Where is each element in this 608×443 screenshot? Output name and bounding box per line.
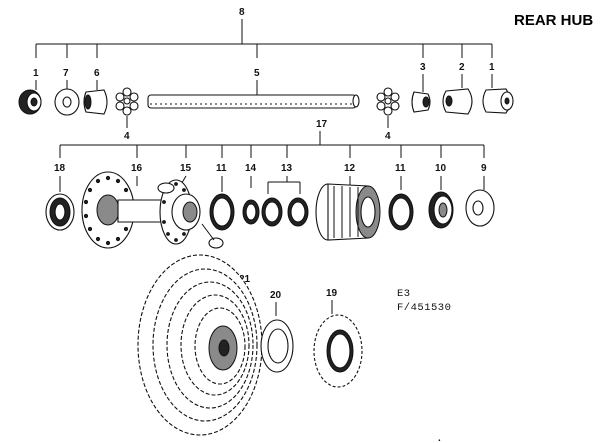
cone-ring <box>428 191 454 229</box>
dust-cap <box>45 193 75 231</box>
hub-shell <box>81 171 201 249</box>
small-cog <box>313 314 363 388</box>
callout-6: 6 <box>94 68 100 79</box>
callout-4-left: 4 <box>124 131 130 142</box>
ball-retainer-right <box>376 87 400 116</box>
spacer-right <box>442 88 473 115</box>
callout-19: 19 <box>326 288 338 299</box>
diagram-title: REAR HUB <box>514 12 593 29</box>
cog-cluster-group: 21 20 19 <box>137 254 363 436</box>
cone-right <box>411 91 431 113</box>
callout-10: 10 <box>435 163 447 174</box>
callout-16: 16 <box>131 163 143 174</box>
callout-1-left: 1 <box>33 68 39 79</box>
callout-11-left: 11 <box>216 163 227 174</box>
callout-3: 3 <box>420 62 426 73</box>
lock-nut-left <box>18 89 42 115</box>
ratchet-rings <box>261 197 309 227</box>
callout-12: 12 <box>344 163 356 174</box>
hub-body-group: 17 18 16 15 11 14 13 12 11 10 9 <box>45 119 495 249</box>
callout-9: 9 <box>481 163 487 174</box>
bearing-ring-left <box>209 193 235 231</box>
callout-20: 20 <box>270 290 282 301</box>
freewheel-cog-cluster <box>137 254 263 436</box>
callout-11-right: 11 <box>395 163 406 174</box>
model-code-line1: E3 <box>397 288 411 300</box>
end-cap <box>465 189 495 227</box>
callout-4-right: 4 <box>385 131 391 142</box>
callout-5: 5 <box>254 68 260 79</box>
axle-assembly-group: 8 1 7 6 5 3 2 1 <box>18 7 514 142</box>
freewheel-body <box>315 183 381 241</box>
callout-1-right: 1 <box>489 62 495 73</box>
axle <box>147 94 360 109</box>
cone-left <box>83 89 108 115</box>
washer-left <box>54 88 80 116</box>
callout-17: 17 <box>316 119 328 130</box>
callout-15: 15 <box>180 163 192 174</box>
callout-14: 14 <box>245 163 257 174</box>
spacer-ring <box>242 199 260 225</box>
bearing-ring-right <box>388 193 414 231</box>
lock-nut-right <box>482 88 514 114</box>
cog-spacer <box>260 319 294 373</box>
ball-retainer-left <box>115 87 139 116</box>
callout-7: 7 <box>63 68 69 79</box>
callout-13: 13 <box>281 163 293 174</box>
pawl-parts <box>157 182 224 249</box>
callout-21: 21 <box>239 274 251 285</box>
footer-mark: . <box>438 433 441 443</box>
model-code-line2: F/451530 <box>397 302 451 314</box>
callout-18: 18 <box>54 163 66 174</box>
callout-2: 2 <box>459 62 465 73</box>
callout-8: 8 <box>239 7 245 18</box>
